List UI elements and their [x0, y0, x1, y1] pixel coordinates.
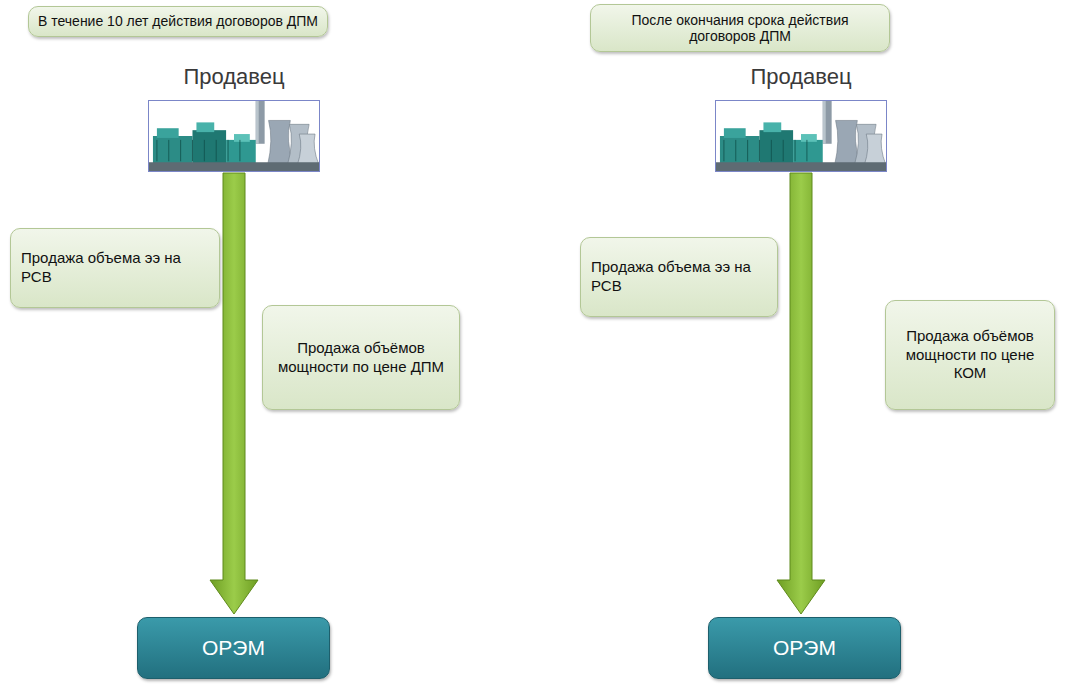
- market-label: ОРЭМ: [202, 636, 265, 660]
- seller-heading: Продавец: [128, 64, 340, 90]
- power-plant-illustration: [716, 101, 886, 171]
- note-text: В течение 10 лет действия договоров ДПМ: [38, 13, 318, 29]
- seller-heading: Продавец: [695, 64, 907, 90]
- note-text: Продажа объёмов мощности по цене ДПМ: [273, 339, 449, 377]
- power-plant-illustration: [149, 101, 319, 171]
- plant-frame: [148, 100, 320, 172]
- market-label: ОРЭМ: [773, 636, 836, 660]
- market-box: ОРЭМ: [708, 617, 901, 679]
- note-text: Продажа объема ээ на РСВ: [591, 258, 767, 296]
- sale-note: Продажа объема ээ на РСВ: [580, 237, 778, 317]
- seller-plant: Продавец: [715, 64, 887, 172]
- seller-plant: Продавец: [148, 64, 320, 172]
- flow-arrow: [777, 173, 825, 614]
- note-text: Продажа объёмов мощности по цене КОМ: [896, 327, 1044, 383]
- note-text: Продажа объема ээ на РСВ: [21, 249, 209, 287]
- sale-note: Продажа объёмов мощности по цене ДПМ: [262, 305, 460, 410]
- sale-note: Продажа объёмов мощности по цене КОМ: [885, 300, 1055, 410]
- period-header: После окончания срока действия договоров…: [590, 4, 890, 52]
- note-text: После окончания срока действия договоров…: [599, 12, 881, 44]
- market-box: ОРЭМ: [137, 617, 330, 679]
- period-header: В течение 10 лет действия договоров ДПМ: [28, 6, 328, 37]
- plant-frame: [715, 100, 887, 172]
- sale-note: Продажа объема ээ на РСВ: [10, 228, 220, 308]
